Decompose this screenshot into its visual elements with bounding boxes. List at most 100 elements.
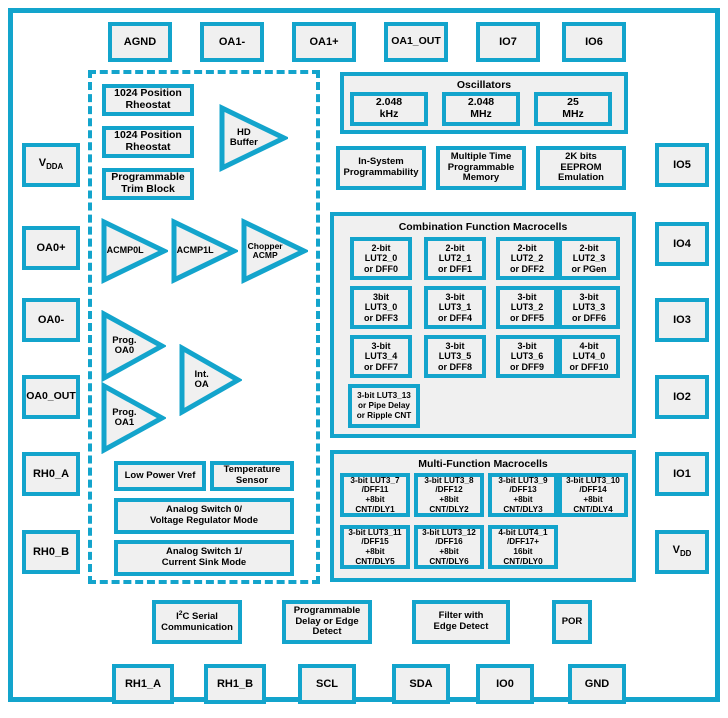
pin-io6[interactable]: IO6 — [562, 22, 626, 62]
pin-io4[interactable]: IO4 — [655, 222, 709, 266]
pin-io0[interactable]: IO0 — [476, 664, 534, 704]
pin-oa0-out[interactable]: OA0_OUT — [22, 375, 80, 419]
triangle-icon — [241, 218, 308, 284]
triangle-icon — [179, 344, 242, 416]
triangle-icon — [171, 218, 238, 284]
amp-int-oa[interactable]: Int. OA — [178, 344, 242, 416]
triangle-icon — [101, 310, 166, 382]
amp-prog-oa0[interactable]: Prog. OA0 — [100, 310, 166, 382]
pin-io1[interactable]: IO1 — [655, 452, 709, 496]
pin-agnd[interactable]: AGND — [108, 22, 172, 62]
pin-vdd-label: VDD — [672, 544, 692, 559]
chip-outer-frame — [8, 8, 720, 702]
block-programmable-delay-edge-detect[interactable]: Programmable Delay or Edge Detect — [282, 600, 372, 644]
pin-rh0-a[interactable]: RH0_A — [22, 452, 80, 496]
pin-oa0-minus[interactable]: OA0- — [22, 298, 80, 342]
triangle-icon — [101, 382, 166, 454]
block-low-power-vref[interactable]: Low Power Vref — [114, 461, 206, 491]
triangle-icon — [101, 218, 168, 284]
pin-gnd[interactable]: GND — [568, 664, 626, 704]
amp-hd-buffer[interactable]: HD Buffer — [218, 104, 288, 172]
pin-vdd[interactable]: VDD — [655, 530, 709, 574]
pin-oa1-minus[interactable]: OA1- — [200, 22, 264, 62]
pin-oa1-out[interactable]: OA1_OUT — [384, 22, 448, 62]
group-oscillators-title: Oscillators — [456, 79, 512, 91]
pin-io7[interactable]: IO7 — [476, 22, 540, 62]
pin-oa0-plus[interactable]: OA0+ — [22, 226, 80, 270]
amp-prog-oa1[interactable]: Prog. OA1 — [100, 382, 166, 454]
pin-rh0-b[interactable]: RH0_B — [22, 530, 80, 574]
block-mtp-memory[interactable]: Multiple Time Programmable Memory — [436, 146, 526, 190]
pin-rh1-b[interactable]: RH1_B — [204, 664, 266, 704]
block-analog-switch-0[interactable]: Analog Switch 0/ Voltage Regulator Mode — [114, 498, 294, 534]
block-in-system-programmability[interactable]: In-System Programmability — [336, 146, 426, 190]
triangle-icon — [219, 104, 288, 172]
block-filter-edge-detect[interactable]: Filter with Edge Detect — [412, 600, 510, 644]
block-rheostat-1[interactable]: 1024 Position Rheostat — [102, 126, 194, 158]
pin-scl[interactable]: SCL — [298, 664, 356, 704]
block-por[interactable]: POR — [552, 600, 592, 644]
amp-acmp1l[interactable]: ACMP1L — [170, 218, 238, 284]
block-analog-switch-1[interactable]: Analog Switch 1/ Current Sink Mode — [114, 540, 294, 576]
pin-rh1-a[interactable]: RH1_A — [112, 664, 174, 704]
group-combination-macrocells-title: Combination Function Macrocells — [398, 221, 568, 233]
block-rheostat-0[interactable]: 1024 Position Rheostat — [102, 84, 194, 116]
pin-sda[interactable]: SDA — [392, 664, 450, 704]
block-programmable-trim[interactable]: Programmable Trim Block — [102, 168, 194, 200]
amp-acmp0l[interactable]: ACMP0L — [100, 218, 168, 284]
pin-oa1-plus[interactable]: OA1+ — [292, 22, 356, 62]
pin-vdda[interactable]: VDDA — [22, 143, 80, 187]
pin-io5[interactable]: IO5 — [655, 143, 709, 187]
pin-io3[interactable]: IO3 — [655, 298, 709, 342]
block-eeprom-emulation[interactable]: 2K bits EEPROM Emulation — [536, 146, 626, 190]
amp-chopper-acmp[interactable]: Chopper ACMP — [240, 218, 308, 284]
block-temperature-sensor[interactable]: Temperature Sensor — [210, 461, 294, 491]
pin-io2[interactable]: IO2 — [655, 375, 709, 419]
analog-domain-dashed-boundary — [88, 70, 320, 584]
